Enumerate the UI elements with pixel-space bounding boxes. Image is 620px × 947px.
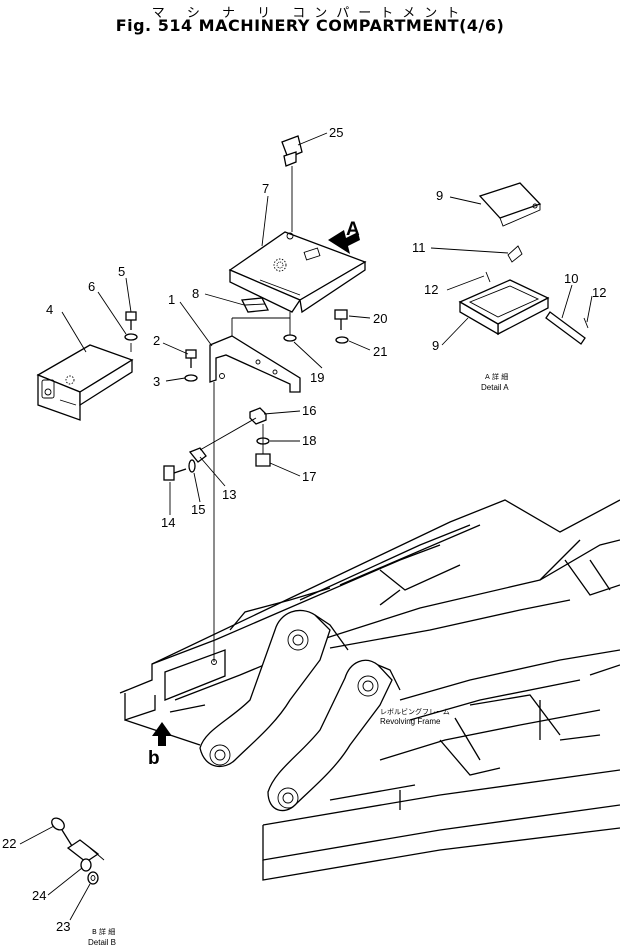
callout-11: 11 <box>412 240 426 255</box>
bolt-part-2 <box>185 349 197 368</box>
callout-16: 16 <box>302 403 316 418</box>
callout-14: 14 <box>161 515 175 530</box>
frame-label: Revolving Frame <box>380 717 441 726</box>
bolt-part-20 <box>334 309 348 330</box>
view-marker-a: A <box>346 219 360 240</box>
callout-22: 22 <box>2 836 16 851</box>
mount-hole <box>211 659 217 665</box>
revolving-frame-drawing <box>119 499 620 881</box>
callout-6: 6 <box>88 279 95 294</box>
detail-a-caption: Detail A <box>481 383 509 392</box>
detail-a-rod-part-10 <box>545 311 586 345</box>
callout-10: 10 <box>564 271 578 286</box>
bolt-part-17 <box>255 424 271 467</box>
bracket-part-1 <box>209 335 301 393</box>
callout-4: 4 <box>46 302 53 317</box>
clip-part-16 <box>249 407 267 425</box>
callout-17: 17 <box>302 469 316 484</box>
washer-part-15 <box>188 459 196 473</box>
cover-part-7 <box>228 231 367 314</box>
title-japanese: マ シ ナ リ コンパートメント <box>151 6 469 21</box>
box-part-4 <box>36 344 134 421</box>
detail-a-tray-part-9 <box>458 279 550 336</box>
callout-3: 3 <box>153 374 160 389</box>
washer-part-6 <box>124 333 138 341</box>
boom-bracket-left <box>199 609 349 768</box>
callout-25: 25 <box>329 125 343 140</box>
callout-1: 1 <box>168 292 175 307</box>
detail-a-caption-jp: A 詳 細 <box>485 372 508 381</box>
key-part-25 <box>281 135 303 232</box>
bolt-part-14 <box>163 465 187 481</box>
callout-20: 20 <box>373 311 387 326</box>
figure-title: Fig. 514 MACHINERY COMPARTMENT(4/6) <box>115 16 505 35</box>
leader-lines <box>19 132 593 921</box>
view-marker-b: b <box>148 748 160 769</box>
detail-b-nut-part-23 <box>87 871 99 885</box>
detail-b-washer-part-24 <box>80 858 92 872</box>
callout-8: 8 <box>192 286 199 301</box>
washer-part-21 <box>335 336 349 344</box>
callout-12-right: 12 <box>592 285 606 300</box>
detail-b-caption: Detail B <box>88 938 116 947</box>
assembly-line-cover <box>231 317 290 336</box>
detail-b-caption-jp: B 詳 細 <box>92 927 115 936</box>
detail-a-pin-part-12b <box>583 317 589 329</box>
callout-21: 21 <box>373 344 387 359</box>
callout-13: 13 <box>222 487 236 502</box>
detail-a-lid-part-9 <box>478 182 542 227</box>
callout-15: 15 <box>191 502 205 517</box>
callout-23: 23 <box>56 919 70 934</box>
detail-a-pin-part-12a <box>485 271 491 283</box>
callout-2: 2 <box>153 333 160 348</box>
callout-18: 18 <box>302 433 316 448</box>
washer-part-3 <box>184 374 198 382</box>
callout-19: 19 <box>310 370 324 385</box>
view-arrow-b <box>152 722 172 746</box>
clip-part-13 <box>188 417 257 463</box>
hinge-part-8 <box>240 297 270 313</box>
callout-9-tray: 9 <box>432 338 439 353</box>
callout-5: 5 <box>118 264 125 279</box>
callout-7: 7 <box>262 181 269 196</box>
detail-b-knob-part-22 <box>51 817 105 863</box>
callout-12-left: 12 <box>424 282 438 297</box>
bolt-part-5 <box>125 311 137 330</box>
frame-label-jp: レボルビングフレーム <box>380 707 450 716</box>
washer-part-19 <box>283 312 297 342</box>
callout-9-top: 9 <box>436 188 443 203</box>
view-arrow-a <box>328 230 360 254</box>
callout-24: 24 <box>32 888 46 903</box>
detail-a-pin-part-11 <box>507 245 523 263</box>
boom-bracket-right <box>267 659 401 812</box>
